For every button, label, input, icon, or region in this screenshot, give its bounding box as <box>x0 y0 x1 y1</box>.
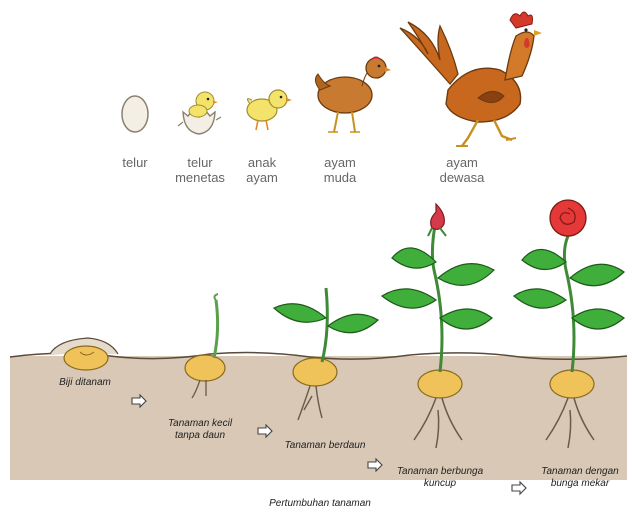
egg <box>122 96 148 132</box>
plant-label-seed: Biji ditanam <box>40 377 130 389</box>
adult-chicken <box>400 12 542 146</box>
plant-label-leafy: Tanaman berdaun <box>275 440 375 452</box>
chick <box>247 90 292 130</box>
hatching-egg <box>178 92 221 134</box>
stage-label-egg: telur <box>105 155 165 170</box>
caption: Pertumbuhan tanaman <box>230 498 410 509</box>
young-chicken <box>315 57 391 132</box>
